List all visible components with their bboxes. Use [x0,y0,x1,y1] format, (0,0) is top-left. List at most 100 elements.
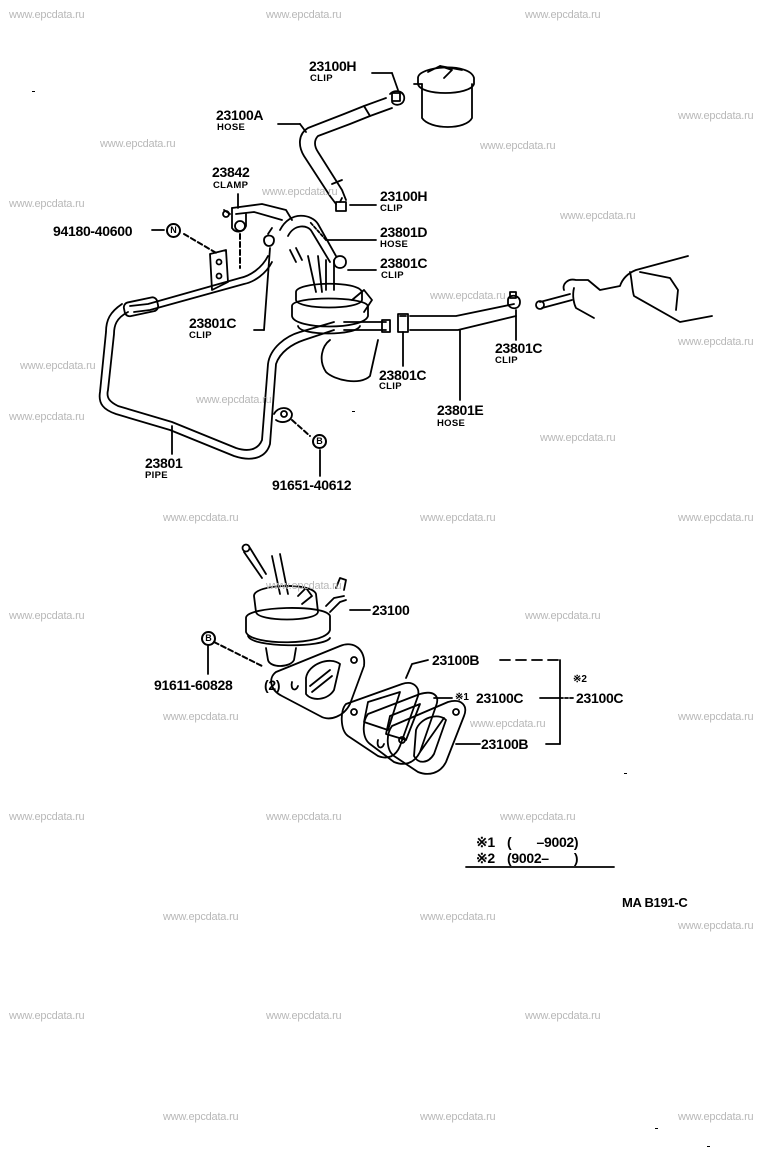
hose-23801d [279,214,337,263]
leader-line [391,72,399,91]
part-number[interactable]: 23801C [495,340,543,356]
watermark: www.epcdata.ru [9,9,85,21]
watermark: www.epcdata.ru [678,336,754,348]
bolt-symbol-icon: B [312,434,327,449]
part-number[interactable]: 23842 [212,164,250,180]
watermark: www.epcdata.ru [525,9,601,21]
watermark: www.epcdata.ru [163,1111,239,1123]
watermark: www.epcdata.ru [678,512,754,524]
watermark: www.epcdata.ru [678,110,754,122]
leader-line [183,233,219,255]
variant-mark: ※2 [573,674,587,685]
hose-23100a [299,97,393,205]
part-name: HOSE [437,418,466,429]
watermark: www.epcdata.ru [480,140,556,152]
clip-23801c-right [507,291,521,310]
clip-23801c-left [263,227,275,247]
hose-23801e [409,303,517,331]
part-name: CLIP [495,355,518,366]
part-number[interactable]: 23100B [481,736,529,752]
pipe-bracket [273,407,293,423]
watermark: www.epcdata.ru [470,718,546,730]
part-name: CLAMP [213,180,249,191]
part-number[interactable]: 23801D [380,224,428,240]
part-name: CLIP [379,381,402,392]
part-number[interactable]: 91611-60828 [154,677,233,693]
clip-23100h-mid [335,197,347,212]
quantity: (2) [264,677,281,693]
watermark: www.epcdata.ru [9,1010,85,1022]
part-number[interactable]: 91651-40612 [272,477,352,493]
watermark: www.epcdata.ru [560,210,636,222]
watermark: www.epcdata.ru [100,138,176,150]
leader-line [309,221,327,241]
watermark: www.epcdata.ru [9,610,85,622]
watermark: www.epcdata.ru [266,580,342,592]
watermark: www.epcdata.ru [266,9,342,21]
diagram-code: MA B191-C [622,895,688,910]
part-name: CLIP [310,73,333,84]
part-number[interactable]: 23801C [379,367,427,383]
legend-mark: ※2 [476,850,495,866]
watermark: www.epcdata.ru [540,432,616,444]
watermark: www.epcdata.ru [420,911,496,923]
part-name: CLIP [380,203,403,214]
watermark: www.epcdata.ru [20,360,96,372]
variant-mark: ※1 [455,692,469,703]
watermark: www.epcdata.ru [420,1111,496,1123]
scan-mark [32,91,35,92]
watermark: www.epcdata.ru [196,394,272,406]
outlet-tube [343,319,391,333]
scan-mark [655,1128,658,1129]
fuel-pump-upper [289,247,379,383]
watermark: www.epcdata.ru [163,911,239,923]
watermark: www.epcdata.ru [266,1010,342,1022]
watermark: www.epcdata.ru [266,811,342,823]
part-number[interactable]: 23100B [432,652,480,668]
part-name: CLIP [381,270,404,281]
clip-23100h-top [389,90,406,106]
nut-symbol-icon: N [166,223,181,238]
watermark: www.epcdata.ru [678,711,754,723]
watermark: www.epcdata.ru [678,920,754,932]
scan-mark [352,411,355,412]
part-number[interactable]: 23100H [380,188,428,204]
watermark: www.epcdata.ru [9,198,85,210]
watermark: www.epcdata.ru [430,290,506,302]
part-number[interactable]: 23801C [380,255,428,271]
clip-23801c-upper [333,255,347,269]
part-number[interactable]: 23801 [145,455,183,471]
insulator-gasket [270,643,366,720]
part-number[interactable]: 23801E [437,402,484,418]
part-name: CLIP [189,330,212,341]
watermark: www.epcdata.ru [525,1010,601,1022]
leader-line [263,247,271,331]
part-name: HOSE [380,239,409,250]
part-number[interactable]: 23100A [216,107,264,123]
part-name: PIPE [145,470,168,481]
clamp-23842 [222,203,293,233]
watermark: www.epcdata.ru [262,186,338,198]
legend-mark: ※1 [476,834,495,850]
leader-line [213,641,263,667]
part-number[interactable]: 94180-40600 [53,223,133,239]
part-number[interactable]: 23801C [189,315,237,331]
leader-line [291,419,311,437]
leader-line [299,123,307,133]
scan-mark [624,773,627,774]
watermark: www.epcdata.ru [163,512,239,524]
clip-23801c-lower [397,313,409,333]
air-cleaner-housing [413,65,475,128]
bolt-symbol-icon: B [201,631,216,646]
watermark: www.epcdata.ru [163,711,239,723]
part-number[interactable]: 23100C [576,690,624,706]
carburetor-inlet [535,255,713,323]
pipe-23801 [98,255,335,460]
watermark: www.epcdata.ru [500,811,576,823]
gasket-23100c-inner [362,691,439,765]
part-number[interactable]: 23100C [476,690,524,706]
part-number[interactable]: 23100H [309,58,357,74]
part-number[interactable]: 23100 [372,602,410,618]
part-name: HOSE [217,122,246,133]
watermark: www.epcdata.ru [9,811,85,823]
